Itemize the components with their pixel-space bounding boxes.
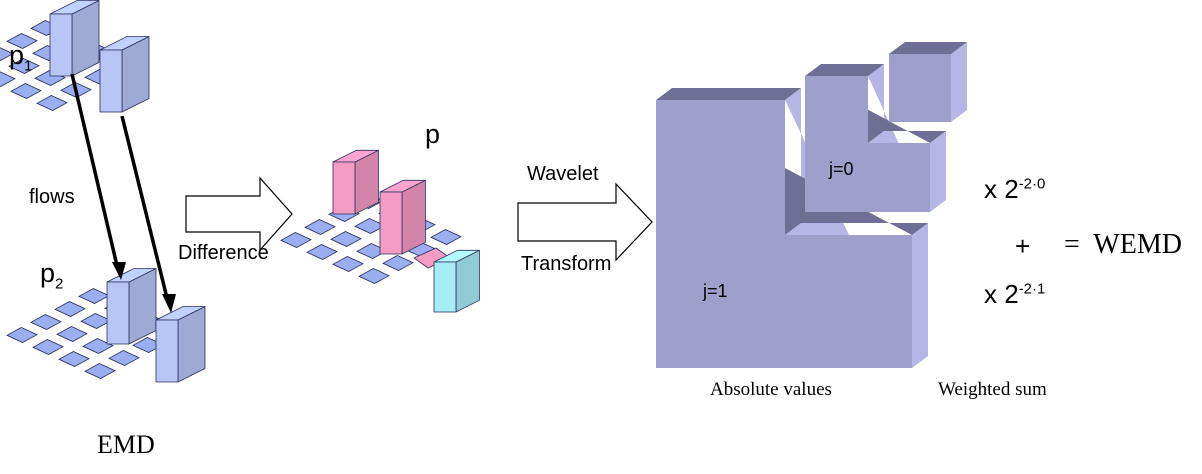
p2-tile [84, 363, 116, 379]
p2-bar-2-front [155, 319, 179, 383]
p2-tile [108, 350, 140, 366]
p2-label-base: p [40, 258, 56, 288]
block-scaling-front [889, 54, 951, 122]
wavelet-transform-arrow [517, 182, 653, 262]
flow-arrow-1-head [112, 262, 126, 280]
wavelet-label: Wavelet [527, 163, 599, 185]
p1-tile [6, 33, 38, 49]
flow-arrows [70, 73, 176, 313]
flow-arrow-1 [70, 73, 120, 271]
weight-j1-exponent: -2·1 [1018, 280, 1046, 298]
block-j0-front [805, 76, 930, 212]
flow-arrow-2-head [162, 294, 176, 313]
p1-label-base: p [9, 40, 25, 70]
p-tile [304, 219, 336, 235]
p-tile [382, 255, 414, 271]
flow-arrow-2 [120, 115, 170, 303]
weight-j1: x 2-2·1 [984, 281, 1045, 307]
p2-tile [56, 326, 88, 342]
plus-sign: + [1015, 231, 1031, 261]
p-tile [332, 256, 364, 272]
p-bar-positive-1-front [332, 161, 356, 215]
p2-label: p2 [40, 258, 64, 293]
weighted-sum-label: Weighted sum [938, 379, 1047, 400]
p1-bar-2-front [99, 49, 123, 113]
difference-arrow [185, 176, 293, 252]
weight-j1-base: x 2 [984, 279, 1019, 309]
p-tile [358, 268, 390, 284]
p1-tile [10, 83, 42, 99]
p-bar-negative-front [433, 261, 457, 313]
p1-tile [36, 95, 68, 111]
p-tile [430, 229, 462, 245]
p-bar-positive-2-side [401, 179, 426, 255]
p1-tile [0, 71, 16, 87]
equals-wemd-label: = WEMD [1064, 229, 1182, 260]
p2-label-subscript: 2 [55, 275, 64, 293]
p1-label: p1 [9, 40, 33, 75]
histogram-p1-grid [0, 0, 150, 113]
p2-bar-1-front [106, 281, 130, 345]
flows-label: flows [29, 186, 75, 208]
p1-label-subscript: 1 [24, 57, 33, 75]
weight-j0-base: x 2 [984, 174, 1019, 204]
p-bar-positive-2-front [379, 191, 403, 255]
p2-tile [30, 314, 62, 330]
j0-label: j=0 [829, 159, 854, 179]
histogram-p2-grid [6, 267, 206, 383]
p2-tile [78, 288, 110, 304]
p-tile [306, 244, 338, 260]
p2-tile [80, 313, 112, 329]
p1-tile [0, 47, 14, 62]
absolute-values-label: Absolute values [710, 379, 832, 400]
block-scaling-side [951, 42, 967, 122]
transform-label: Transform [521, 253, 612, 275]
block-scaling-top [889, 42, 967, 54]
p-tile [280, 232, 312, 248]
p2-tile [6, 327, 38, 343]
block-j1-front [656, 100, 912, 368]
difference-label: Difference [178, 242, 269, 264]
p1-bar-1-front [49, 13, 73, 77]
p-tile [330, 231, 362, 247]
weight-j0-exponent: -2·0 [1018, 175, 1046, 193]
p1-tile [8, 58, 40, 74]
p2-tile [54, 301, 86, 317]
p2-tile [32, 339, 64, 355]
weight-j0: x 2-2·0 [984, 176, 1045, 202]
p-label: p [425, 119, 441, 149]
emd-label: EMD [97, 430, 155, 459]
p2-tile [58, 351, 90, 367]
histogram-p-grid [280, 149, 480, 313]
j1-label: j=1 [703, 281, 728, 301]
wavelet-coefficient-blocks [656, 42, 967, 368]
